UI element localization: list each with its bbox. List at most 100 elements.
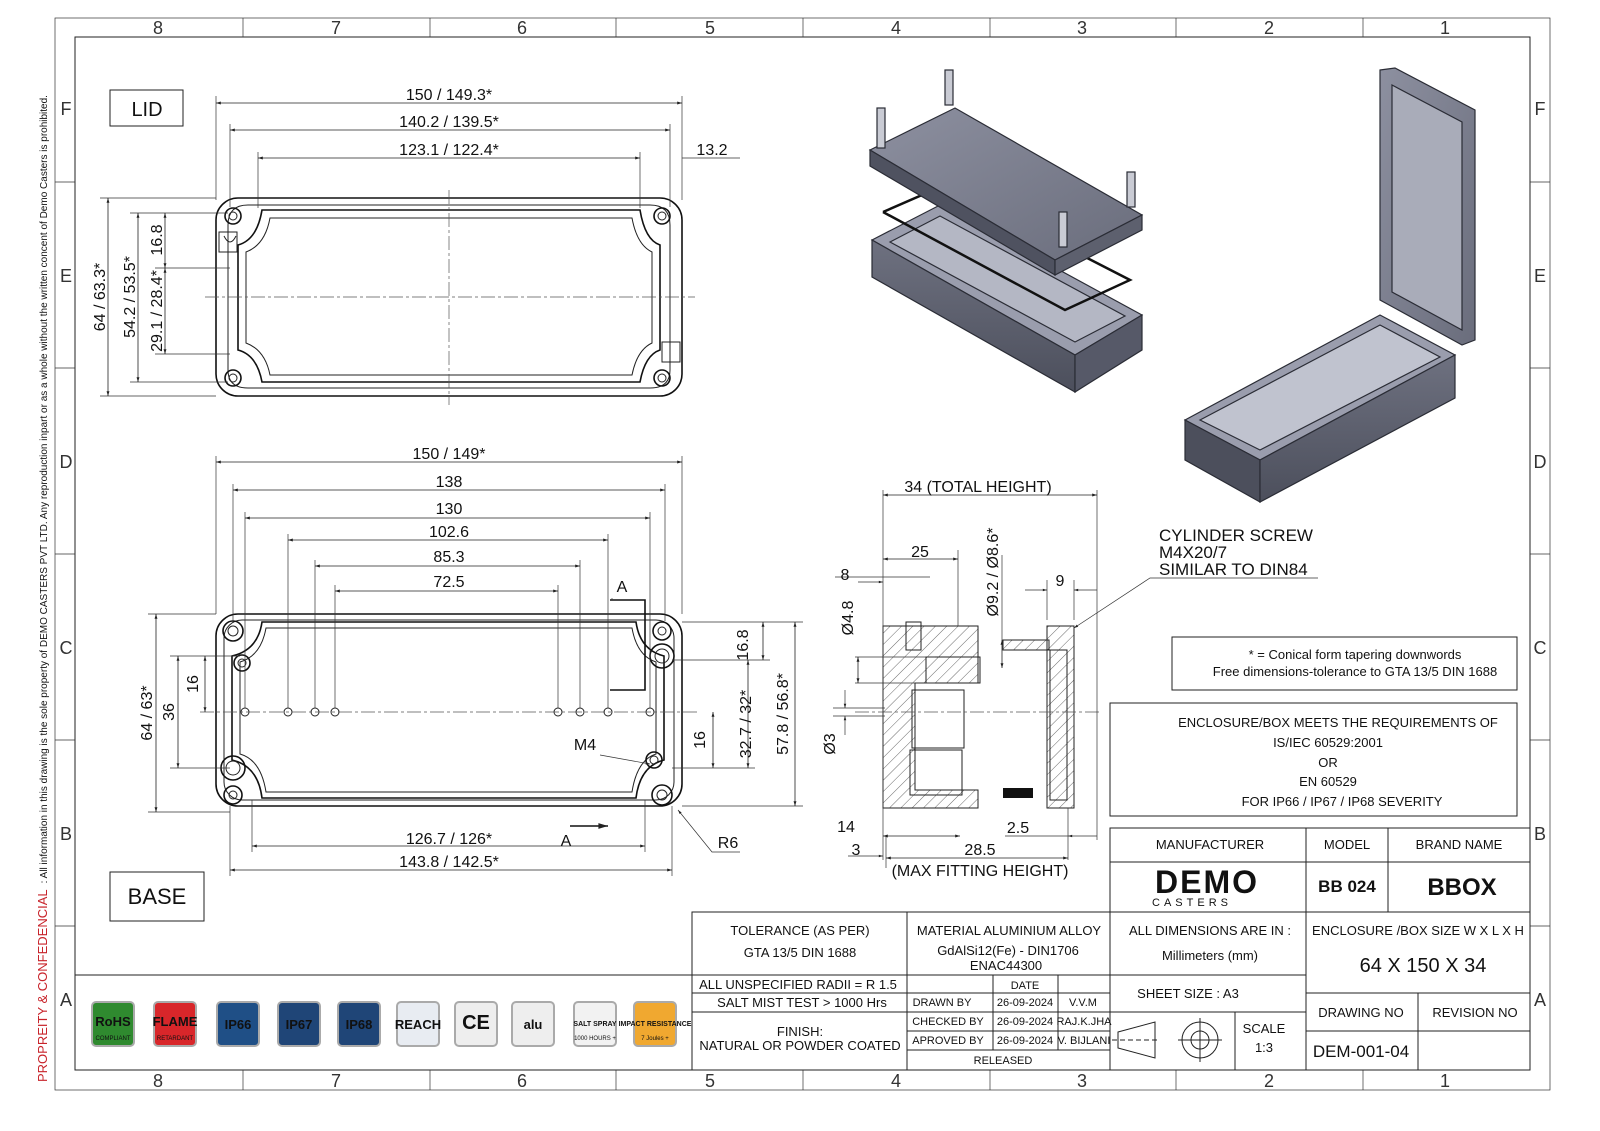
zone-row-a-right: A	[1534, 990, 1546, 1010]
zone-col-1: 1	[1440, 18, 1450, 38]
base-dim-130: 130	[436, 501, 463, 518]
title-block: MANUFACTURER MODEL BRAND NAME DEMO CASTE…	[75, 827, 1531, 1071]
zone-col-3: 3	[1077, 18, 1087, 38]
model-value: BB 024	[1318, 877, 1376, 896]
lid-dim-inner-width: 54.2 / 53.5*	[122, 256, 139, 338]
radii-note: ALL UNSPECIFIED RADII = R 1.5	[699, 977, 897, 992]
confidential-text: : All information in this drawing is the…	[39, 95, 50, 883]
section-dim-total-height: 34 (TOTAL HEIGHT)	[904, 479, 1051, 496]
base-dim-138: 138	[436, 474, 463, 491]
cert-badge-ip67: IP67	[277, 1001, 321, 1047]
section-mark-top: A	[617, 579, 628, 596]
size-label: ENCLOSURE /BOX SIZE W X L X H	[1312, 923, 1524, 938]
sheet-size: SHEET SIZE : A3	[1137, 986, 1239, 1001]
zone-col-8: 8	[153, 18, 163, 38]
lid-label: LID	[131, 99, 162, 121]
checked-by-label: CHECKED BY	[912, 1016, 984, 1028]
section-dim-max-fitting: (MAX FITTING HEIGHT)	[892, 863, 1069, 880]
manufacturer-label: MANUFACTURER	[1156, 837, 1264, 852]
units-label: ALL DIMENSIONS ARE IN :	[1129, 923, 1291, 938]
cert-badge-bg	[91, 1001, 135, 1047]
material-value2: ENAC44300	[970, 958, 1042, 973]
zone-col-6: 6	[517, 18, 527, 38]
base-dim-72-5: 72.5	[433, 574, 464, 591]
units-value: Millimeters (mm)	[1162, 948, 1258, 963]
cert-badge-sub: RETARDANT	[157, 1036, 194, 1042]
thread-callout-m4: M4	[574, 737, 596, 754]
lid-dim-hole-pitch-width: 29.1 / 28.4*	[149, 270, 166, 352]
cert-badge-sub: 1000 HOURS +	[574, 1036, 616, 1042]
lid-dim-edge-offset: 13.2	[696, 142, 727, 159]
manufacturer-logo: DEMO	[1155, 864, 1259, 900]
date-header: DATE	[1011, 980, 1040, 992]
finish-value: NATURAL OR POWDER COATED	[699, 1038, 900, 1053]
confidential-label: PROPREITY & CONFEDENCIAL	[35, 889, 50, 1082]
cert-badge-bg	[337, 1001, 381, 1047]
lid-dim-overall-width: 64 / 63.3*	[92, 263, 109, 332]
lid-view: LID 150 / 149.3* 140.2 / 139.5* 123.1 / …	[92, 87, 740, 405]
base-dim-32-7: 32.7 / 32*	[738, 690, 755, 759]
cert-badge-label: IP67	[286, 1017, 313, 1032]
lid-dim-overall-length: 150 / 149.3*	[406, 87, 492, 104]
base-dim-36: 36	[161, 703, 178, 721]
checked-by-name: RAJ.K.JHA	[1056, 1016, 1112, 1028]
screw-note-line2: M4X20/7	[1159, 543, 1227, 562]
base-dim-bottom-outer: 143.8 / 142.5*	[399, 854, 499, 871]
base-dim-85-3: 85.3	[433, 549, 464, 566]
zone-row-b: B	[60, 824, 72, 844]
drawn-by-name: V.V.M	[1069, 997, 1097, 1009]
zone-row-f: F	[61, 99, 72, 119]
radius-callout-r6: R6	[718, 835, 739, 852]
scale-label: SCALE	[1243, 1021, 1286, 1036]
approved-by-label: APROVED BY	[912, 1035, 984, 1047]
manufacturer-logo-sub: CASTERS	[1152, 897, 1232, 909]
zone-row-c-right: C	[1534, 638, 1547, 658]
zone-col-2-bottom: 2	[1264, 1071, 1274, 1091]
model-label: MODEL	[1324, 837, 1370, 852]
zone-row-e-right: E	[1534, 266, 1546, 286]
zone-col-1-bottom: 1	[1440, 1071, 1450, 1091]
standards-line2: IS/IEC 60529:2001	[1273, 735, 1383, 750]
zone-row-f-right: F	[1535, 99, 1546, 119]
lid-dim-edge-offset-width: 16.8	[149, 224, 166, 255]
section-dim-28-5: 28.5	[964, 842, 995, 859]
tolerance-label: TOLERANCE (AS PER)	[730, 923, 869, 938]
base-label: BASE	[128, 884, 187, 909]
finish-label: FINISH:	[777, 1024, 823, 1039]
lid-dim-hole-pitch: 123.1 / 122.4*	[399, 142, 499, 159]
drawn-by-date: 26-09-2024	[997, 997, 1053, 1009]
section-dim-14: 14	[837, 819, 855, 836]
cert-badge-label: RoHS	[95, 1014, 131, 1029]
base-view: BASE A A	[109, 446, 803, 922]
standards-line1: ENCLOSURE/BOX MEETS THE REQUIREMENTS OF	[1178, 715, 1498, 730]
zone-row-d-right: D	[1534, 452, 1547, 472]
note-tolerance: Free dimensions-tolerance to GTA 13/5 DI…	[1213, 664, 1497, 679]
base-label-box	[109, 871, 205, 922]
cert-badge-ce: CE	[454, 1001, 498, 1047]
base-dim-57-8: 57.8 / 56.8*	[775, 673, 792, 755]
section-mark-bottom: A	[561, 833, 572, 850]
released-label: RELEASED	[974, 1055, 1033, 1067]
cert-badge-label: CE	[462, 1012, 490, 1034]
standards-line3: OR	[1318, 755, 1338, 770]
cert-badge-bg	[633, 1001, 677, 1047]
base-dim-16-right: 16	[692, 731, 709, 749]
cert-badge-bg	[216, 1001, 260, 1047]
base-dim-102-6: 102.6	[429, 524, 469, 541]
standards-line4: EN 60529	[1299, 774, 1357, 789]
zone-col-4-bottom: 4	[891, 1071, 901, 1091]
zone-col-6-bottom: 6	[517, 1071, 527, 1091]
drawing-no-value: DEM-001-04	[1313, 1042, 1409, 1061]
screw-note-line3: SIMILAR TO DIN84	[1159, 560, 1308, 579]
cert-badge-ip68: IP68	[337, 1001, 381, 1047]
projection-symbol-icon	[1112, 1018, 1222, 1062]
inner-border	[74, 36, 1531, 1071]
section-dim-9: 9	[1056, 573, 1065, 590]
size-value: 64 X 150 X 34	[1360, 955, 1487, 977]
screw-note-line1: CYLINDER SCREW	[1159, 526, 1313, 545]
